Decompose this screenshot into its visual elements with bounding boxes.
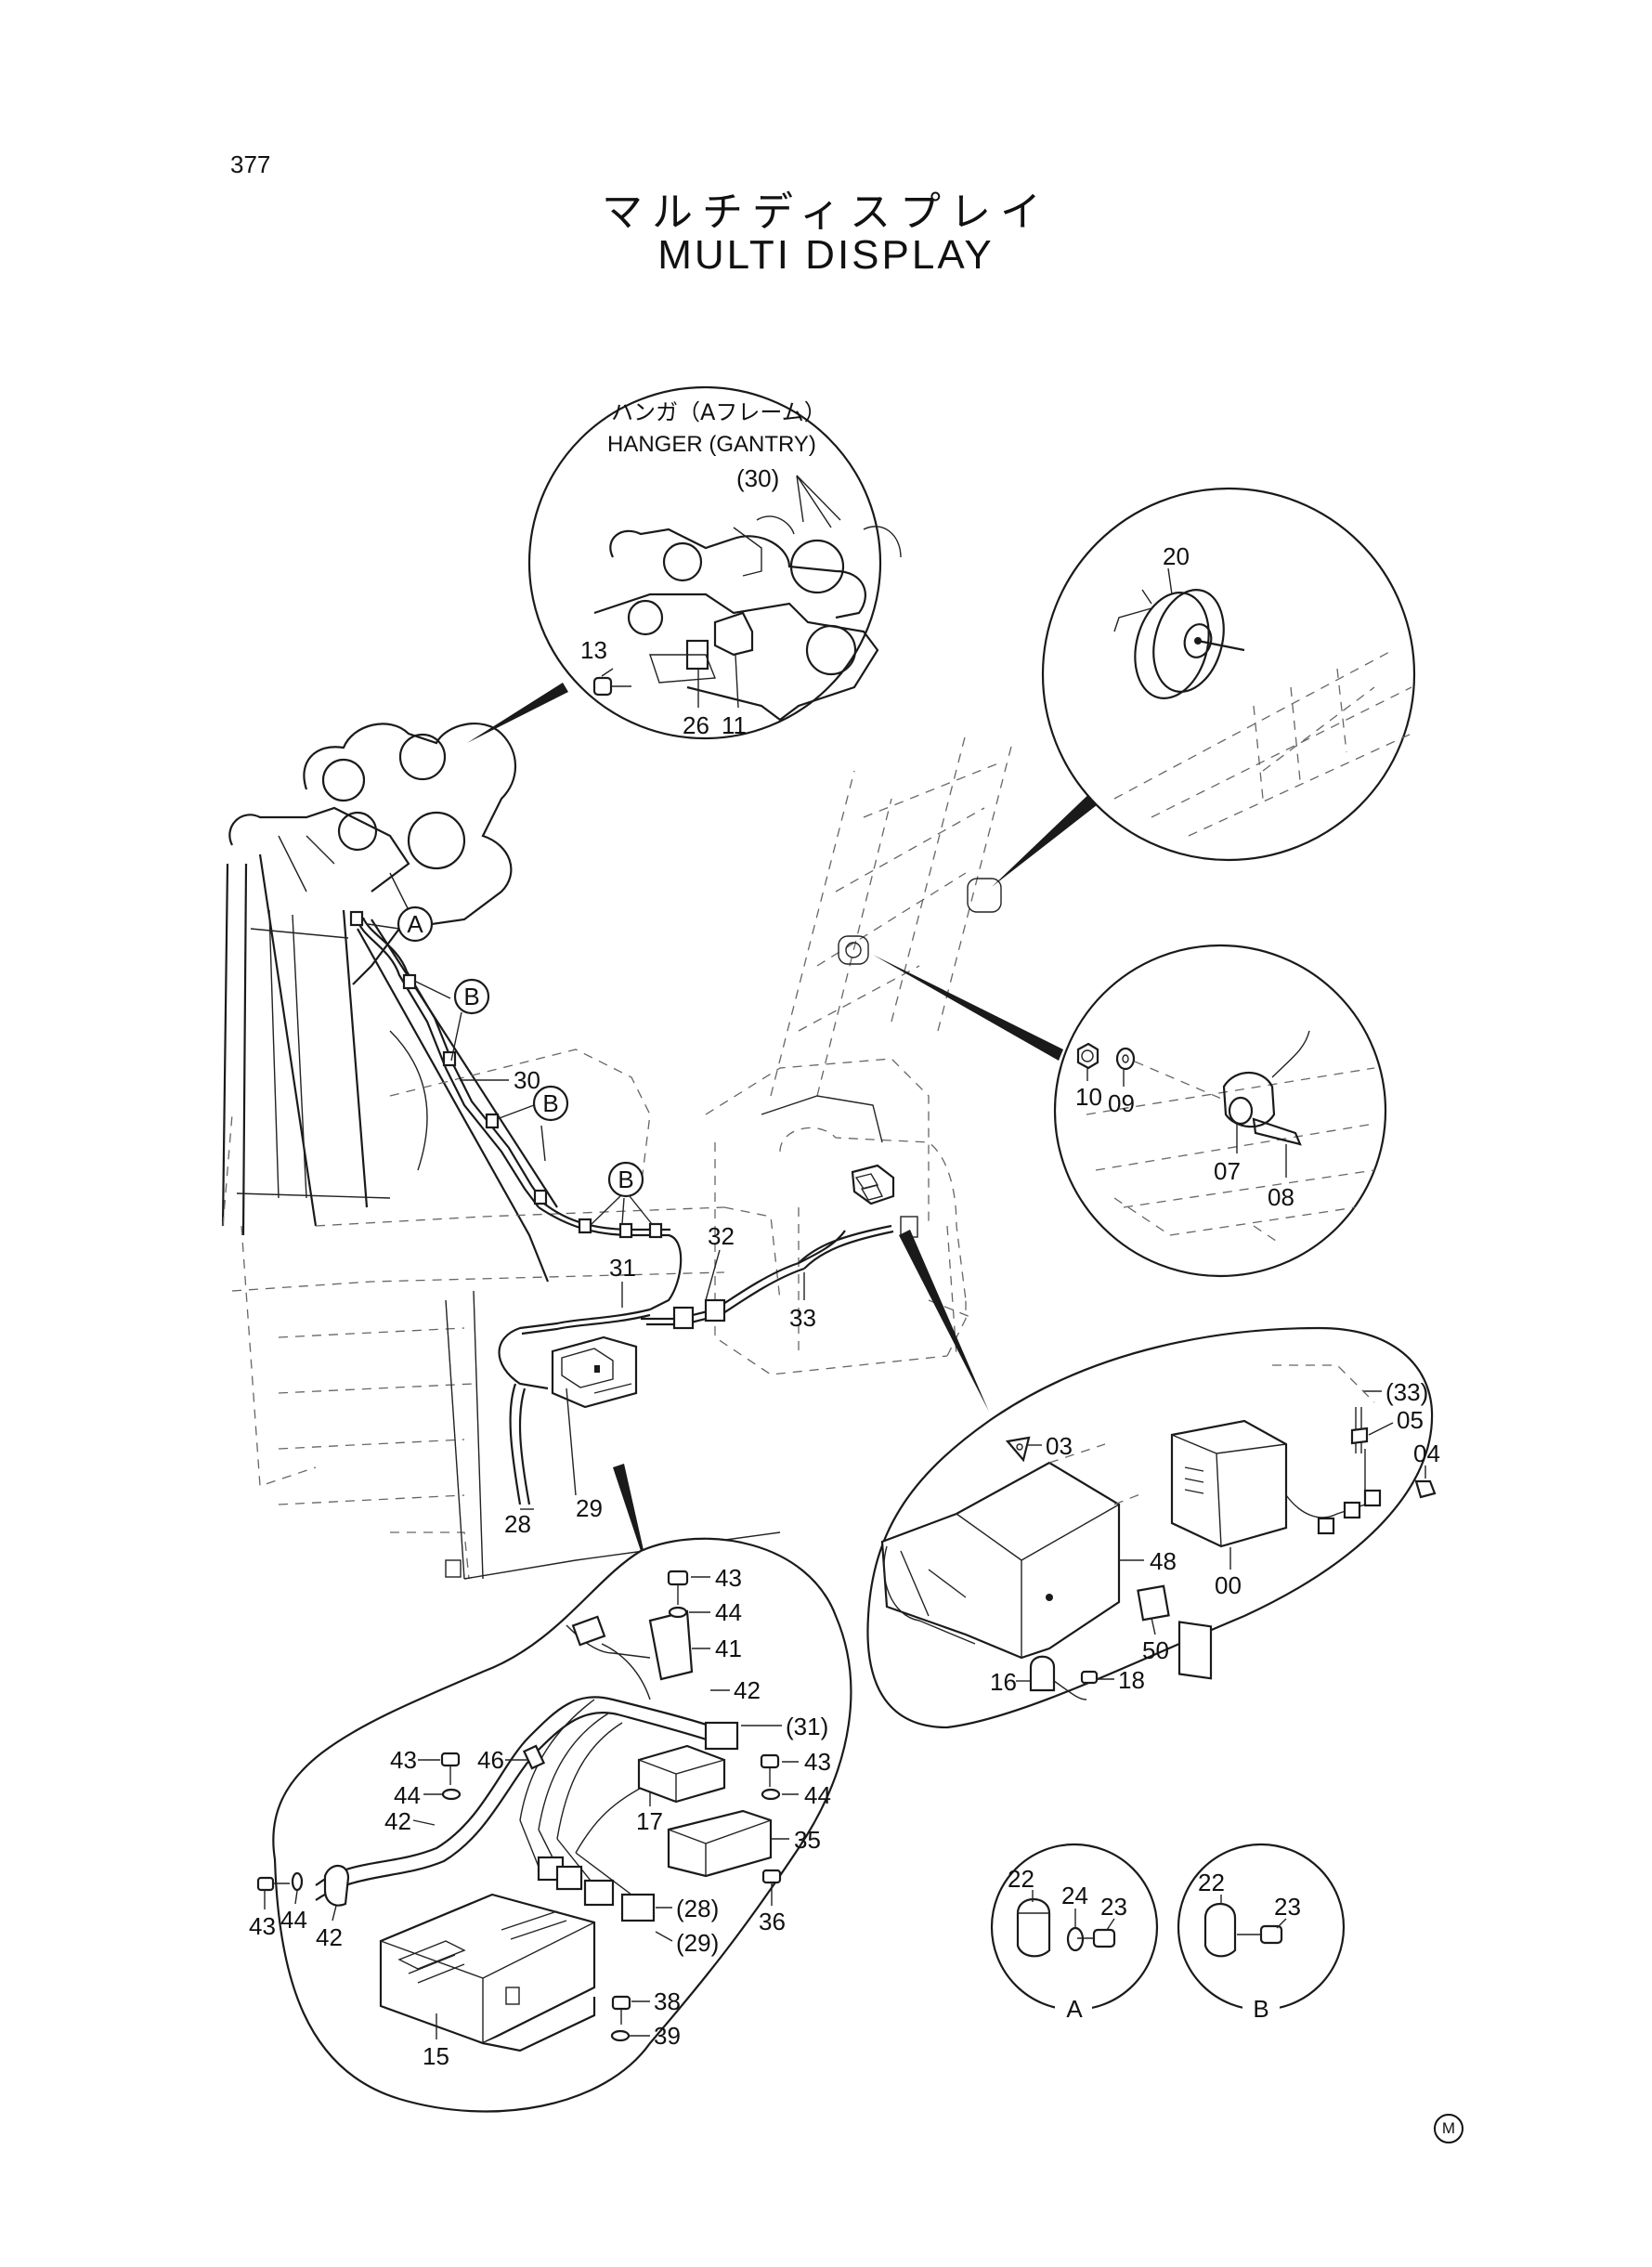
label-29: 29 xyxy=(576,1494,603,1522)
inset-display: 03 48 50 00 (33) 05 04 xyxy=(866,1230,1440,1729)
detail-a-label-22: 22 xyxy=(1008,1865,1034,1893)
display-label-18: 18 xyxy=(1118,1666,1145,1694)
ctrl-label-42-top: 42 xyxy=(734,1676,761,1704)
ctrl-label-15: 15 xyxy=(423,2042,449,2070)
ctrl-label-36: 36 xyxy=(759,1908,786,1935)
sensor-label-07: 07 xyxy=(1214,1157,1241,1185)
label-28: 28 xyxy=(504,1510,531,1538)
detail-b-label-23: 23 xyxy=(1274,1893,1301,1921)
boom-lattice xyxy=(770,733,1013,1097)
callout-b-lower-letter: B xyxy=(618,1166,633,1193)
title-english: MULTI DISPLAY xyxy=(657,232,995,278)
callout-a-letter: A xyxy=(407,910,423,938)
inset-controller: 43 44 41 42 (31) 43 46 43 44 44 17 35 42… xyxy=(249,1464,852,2113)
display-label-50: 50 xyxy=(1142,1636,1169,1664)
ctrl-label-17: 17 xyxy=(636,1807,663,1835)
controller-bolts xyxy=(256,1570,782,2042)
ctrl-label-44-low: 44 xyxy=(280,1906,307,1934)
ctrl-label-44-left: 44 xyxy=(394,1781,421,1809)
display-label-33: (33) xyxy=(1385,1378,1428,1406)
callout-b-upper: B xyxy=(413,978,490,1062)
ctrl-label-41: 41 xyxy=(715,1635,742,1662)
hanger-label-11: 11 xyxy=(722,711,747,739)
ctrl-label-43-left: 43 xyxy=(390,1746,417,1774)
sensor-label-10: 10 xyxy=(1075,1083,1102,1111)
hanger-label-26: 26 xyxy=(683,711,709,739)
ctrl-label-42-low: 42 xyxy=(316,1923,343,1951)
inset-pulley: 20 xyxy=(992,487,1416,887)
inset-hanger: ハンガ（Aフレーム） HANGER (GANTRY) (30) 13 26 11 xyxy=(467,385,902,743)
callout-b-middle-letter: B xyxy=(542,1089,558,1117)
detail-b: 22 23 B xyxy=(1177,1843,1346,2025)
detail-a: 22 24 23 A xyxy=(990,1843,1159,2025)
ctrl-label-35: 35 xyxy=(794,1826,821,1854)
label-32: 32 xyxy=(708,1222,735,1250)
ctrl-label-38: 38 xyxy=(654,1987,681,2015)
callout-b-upper-letter: B xyxy=(463,983,479,1010)
ctrl-label-29: (29) xyxy=(676,1929,719,1957)
corner-m-mark: M xyxy=(1434,2114,1463,2143)
display-label-48: 48 xyxy=(1150,1547,1177,1575)
detail-b-caption: B xyxy=(1253,1995,1268,2023)
gantry-hanger-illustration xyxy=(228,723,517,985)
main-labels: 30 31 32 33 28 29 xyxy=(460,1066,816,1538)
sensor-label-09: 09 xyxy=(1108,1089,1135,1117)
label-30: 30 xyxy=(514,1066,540,1094)
harness-31-32-33 xyxy=(498,1224,894,1505)
label-33: 33 xyxy=(789,1304,816,1332)
callout-a: A xyxy=(367,905,434,943)
sensor-label-08: 08 xyxy=(1268,1183,1294,1211)
display-label-03: 03 xyxy=(1046,1432,1073,1460)
pulley-label-20: 20 xyxy=(1163,542,1190,570)
display-label-16: 16 xyxy=(990,1668,1017,1696)
detail-a-label-23: 23 xyxy=(1100,1893,1127,1921)
inset-sensor: 10 09 07 08 xyxy=(873,944,1387,1278)
display-label-04: 04 xyxy=(1413,1440,1440,1467)
ctrl-label-43-top: 43 xyxy=(715,1564,742,1592)
page-number: 377 xyxy=(230,150,271,178)
callout-b-middle: B xyxy=(496,1085,569,1162)
hanger-caption-jp: ハンガ（Aフレーム） xyxy=(611,399,826,425)
detail-b-label-22: 22 xyxy=(1198,1869,1225,1896)
title-japanese: マルチディスプレイ xyxy=(602,189,1050,236)
hanger-label-30: (30) xyxy=(736,464,779,492)
upper-body xyxy=(222,1049,781,1580)
ctrl-label-43-right: 43 xyxy=(804,1748,831,1776)
controller-box xyxy=(551,1335,638,1409)
display-label-05: 05 xyxy=(1397,1406,1424,1434)
display-label-00: 00 xyxy=(1215,1571,1242,1599)
ctrl-label-43-low: 43 xyxy=(249,1912,276,1940)
cab-display-box xyxy=(851,1164,895,1205)
main-view: A B B B 30 31 xyxy=(221,723,1013,1580)
harness-30 xyxy=(349,910,683,1310)
ctrl-label-46: 46 xyxy=(477,1746,504,1774)
ctrl-label-44-right: 44 xyxy=(804,1781,831,1809)
callout-b-lower: B xyxy=(591,1161,653,1225)
label-31: 31 xyxy=(609,1254,636,1282)
ctrl-label-39: 39 xyxy=(654,2022,681,2050)
ctrl-label-28: (28) xyxy=(676,1895,719,1922)
detail-a-label-24: 24 xyxy=(1061,1882,1088,1909)
hanger-caption-en: HANGER (GANTRY) xyxy=(607,432,816,457)
cab xyxy=(705,1058,976,1375)
ctrl-label-42-mid: 42 xyxy=(384,1807,411,1835)
gantry-frame xyxy=(221,853,558,1283)
detail-a-caption: A xyxy=(1066,1995,1083,2023)
hanger-label-13: 13 xyxy=(580,636,607,664)
ctrl-label-31: (31) xyxy=(786,1713,828,1740)
ctrl-label-44-top: 44 xyxy=(715,1598,742,1626)
